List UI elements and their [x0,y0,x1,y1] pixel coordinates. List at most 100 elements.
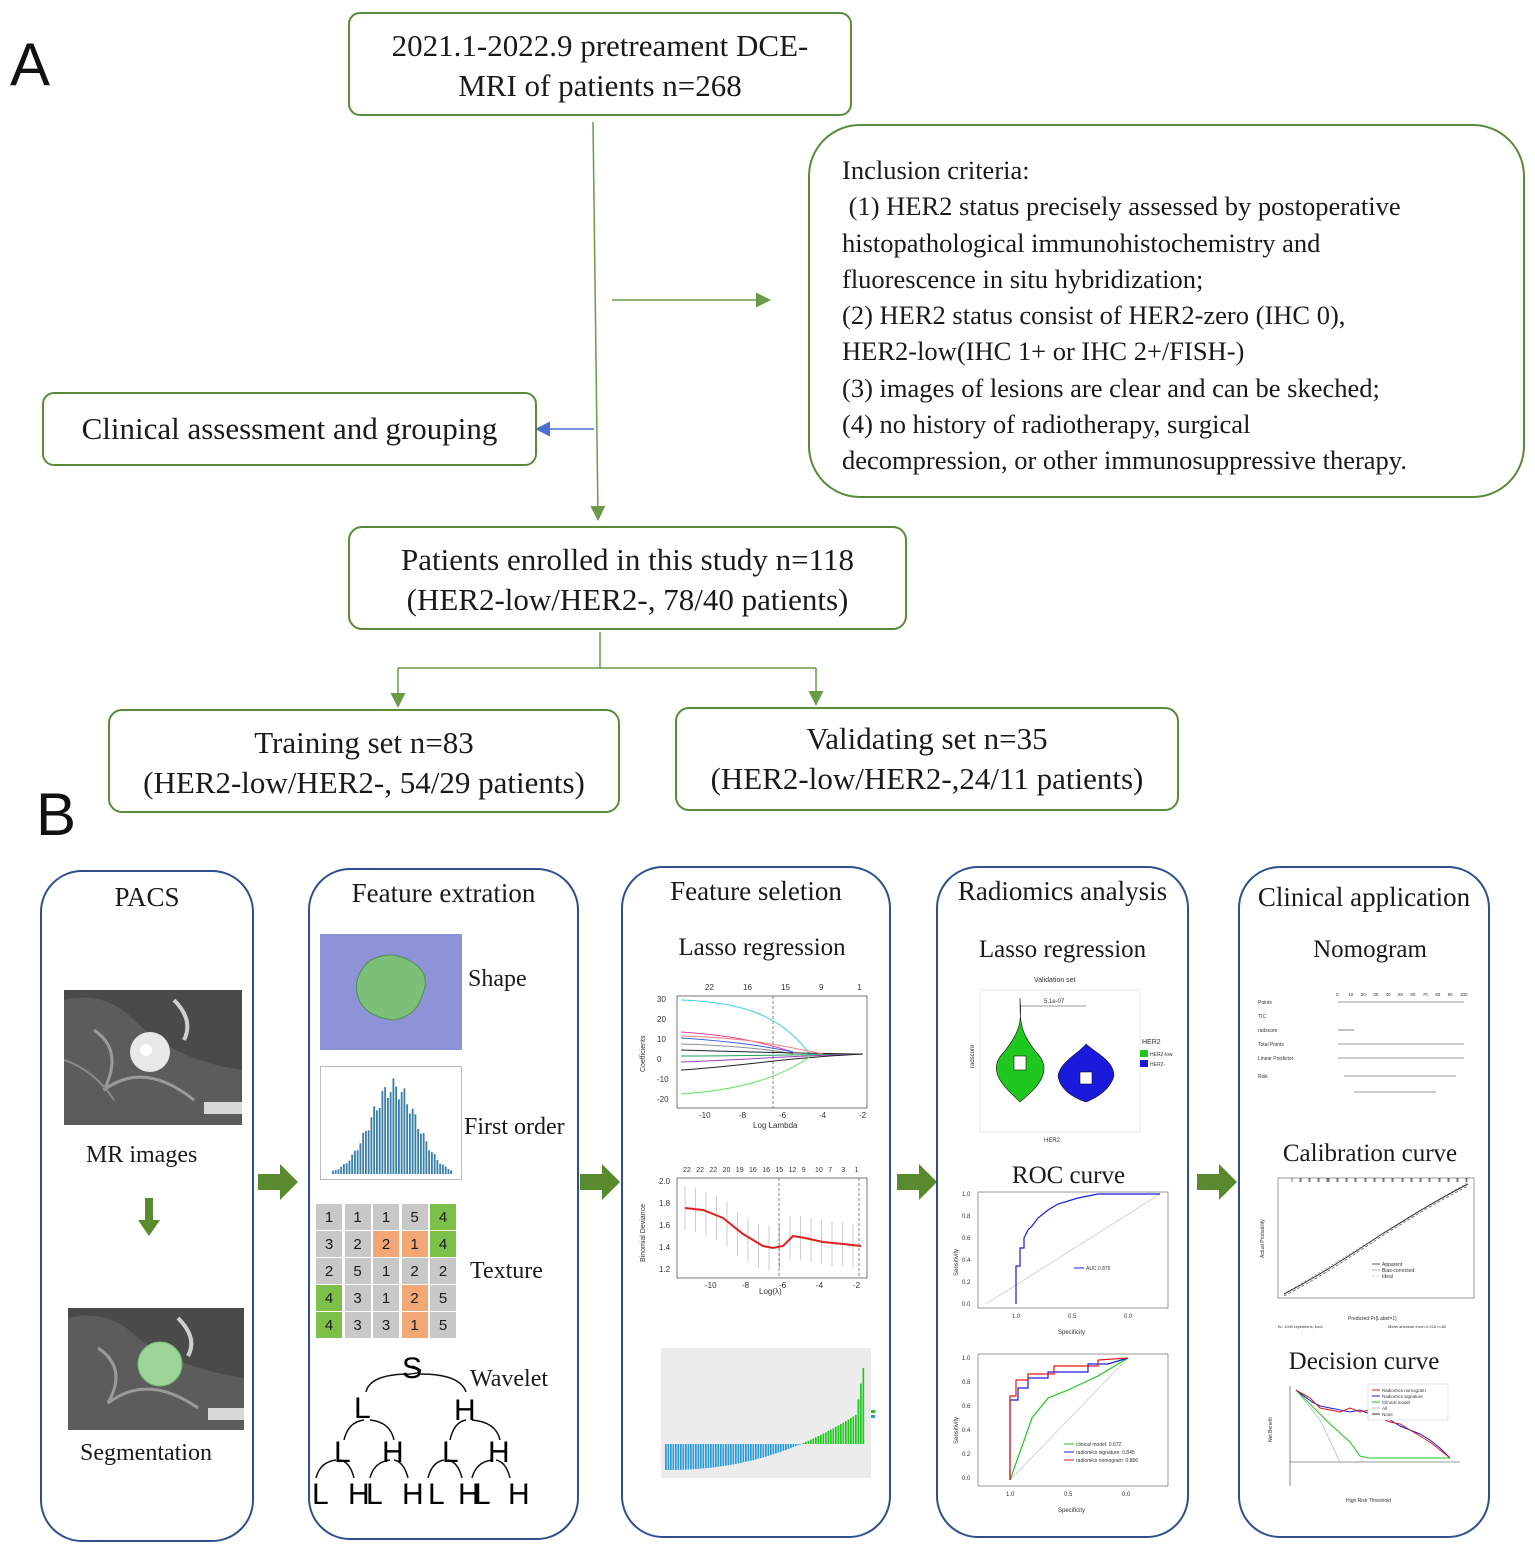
roc2-ylabel: Sensitivity [954,1417,960,1444]
wavelet-leaf: H [508,1478,530,1510]
first-order-label: First order [464,1114,565,1140]
wavelet-node: L [334,1436,351,1469]
coefficient-bar [685,1444,687,1470]
histogram-bar [351,1154,354,1174]
cv-y-tick: 1.4 [659,1243,671,1252]
roc2-legend-item: radiomics nomogram: 0.886 [1076,1458,1138,1464]
wavelet-node: H [488,1436,510,1469]
coef-x-tick: -6 [779,1111,787,1120]
histogram-bar [337,1169,340,1174]
wavelet-node: H [454,1394,476,1427]
wavelet-leaf: H [458,1478,480,1510]
decision-xlabel: High Risk Threshold [1346,1498,1391,1504]
decision-curve-title: Decision curve [1288,1348,1440,1375]
nomogram-points-tick: 0 [1336,992,1339,997]
texture-cell: 4 [430,1204,456,1230]
roc2-y-tick: 0.8 [962,1380,971,1386]
nomogram-points-tick: 40 [1386,992,1392,997]
inclusion-line: (3) images of lesions are clear and can … [842,372,1380,403]
coefficient-bar [797,1444,800,1446]
mr-images-label: MR images [86,1142,198,1168]
roc2-y-tick: 0.2 [962,1452,971,1458]
panel-a-connectors [390,121,824,708]
panel-b-flow-arrows [258,1164,1237,1200]
histogram-bar [376,1110,378,1174]
roc2-legend-item: clinical model: 0.672 [1076,1442,1122,1448]
training-line-2: (HER2-low/HER2-, 54/29 patients) [143,765,585,800]
texture-cell: 4 [430,1231,456,1257]
coefficient-bar [837,1425,840,1444]
coefficient-bar [747,1444,750,1462]
feature-selection-subtitle: Lasso regression [678,934,846,961]
cv-top-tick: 19 [736,1167,744,1174]
wavelet-label: Wavelet [470,1366,549,1392]
roc2-y-tick: 0.0 [962,1476,971,1482]
coefficient-bar [762,1444,765,1458]
texture-cell: 1 [373,1285,399,1311]
wavelet-leaf: L [366,1478,383,1510]
texture-cell: 2 [430,1258,456,1284]
cv-x-tick: -8 [742,1281,750,1290]
coefficient-bar [822,1433,825,1444]
coefficient-bar [722,1444,725,1467]
nomogram-row-label: Total Points [1258,1042,1284,1048]
pacs-title: PACS [114,882,180,912]
coefficient-bar [727,1444,730,1466]
coefficient-bar [712,1444,715,1468]
wavelet-root: S [402,1352,422,1385]
coefficient-bar [735,1444,737,1464]
calibration-xlabel: Predicted Pr{Label=1} [1348,1316,1397,1322]
coefficient-bar [827,1430,830,1444]
shape-image [320,934,462,1050]
nomogram-points-tick: 30 [1373,992,1379,997]
histogram-bar [398,1099,400,1174]
wavelet-leaf: L [312,1478,329,1510]
coefficient-bar [775,1444,777,1454]
coef-x-tick: -8 [739,1111,747,1120]
wavelet-leaf: H [402,1478,424,1510]
calibration-legend-item: Apparent [1382,1262,1403,1268]
coefficient-bar [842,1422,845,1444]
decision-curve-plot: Radiomics nomogram Radiomics signature C… [1268,1383,1466,1504]
coefficient-bar [707,1444,710,1468]
roc2-y-tick: 1.0 [962,1356,971,1362]
training-line-1: Training set n=83 [254,725,474,760]
feature-coefficient-bar-plot [661,1348,875,1478]
wavelet-leaf: L [474,1478,491,1510]
coef-top-tick: 16 [743,983,752,992]
coefficient-bar [792,1444,795,1448]
coefficient-bar [697,1444,700,1469]
nomogram-points-tick: 70 [1423,992,1429,997]
source-line-1: 2021.1-2022.9 pretreament DCE- [391,28,809,63]
roc2-x-tick: 1.0 [1006,1492,1015,1498]
coefficient-bar [805,1441,807,1444]
histogram-bar [348,1160,351,1174]
clinical-application-title: Clinical application [1257,882,1471,912]
inclusion-line: (2) HER2 status consist of HER2-zero (IH… [842,300,1346,331]
histogram-bar [334,1170,337,1174]
histogram-bar [409,1113,411,1174]
coefficient-bar [695,1444,697,1470]
coefficient-bar [730,1444,732,1465]
cv-top-tick: 3 [841,1167,845,1174]
mr-image [64,990,242,1125]
calibration-curve-title: Calibration curve [1282,1140,1458,1167]
segmentation-image [68,1308,244,1430]
cv-xlabel: Log(λ) [759,1287,782,1296]
inclusion-criteria-box: Inclusion criteria: (1) HER2 status prec… [808,124,1525,498]
cv-ylabel: Binomial Deviance [640,1204,647,1262]
violin-legend-title: HER2 [1142,1039,1161,1046]
feature-selection-title: Feature seletion [670,876,842,906]
calibration-legend-item: Bias-corrected [1382,1268,1414,1274]
inclusion-line: histopathological immunohistochemistry a… [842,227,1321,258]
coefficient-bar [675,1444,677,1470]
panel-b-letter: B [36,781,77,848]
enrolled-line-2: (HER2-low/HER2-, 78/40 patients) [406,582,849,617]
wavelet-tree: S L H L H L H L H L H L H L H [312,1352,530,1510]
coef-xlabel: Log Lambda [753,1121,798,1130]
coefficient-bar [720,1444,722,1467]
inclusion-line: HER2-low(IHC 1+ or IHC 2+/FISH-) [842,336,1245,367]
inclusion-line: (1) HER2 status precisely assessed by po… [842,191,1401,222]
histogram-bar [406,1104,409,1174]
texture-cell: 5 [430,1312,456,1338]
